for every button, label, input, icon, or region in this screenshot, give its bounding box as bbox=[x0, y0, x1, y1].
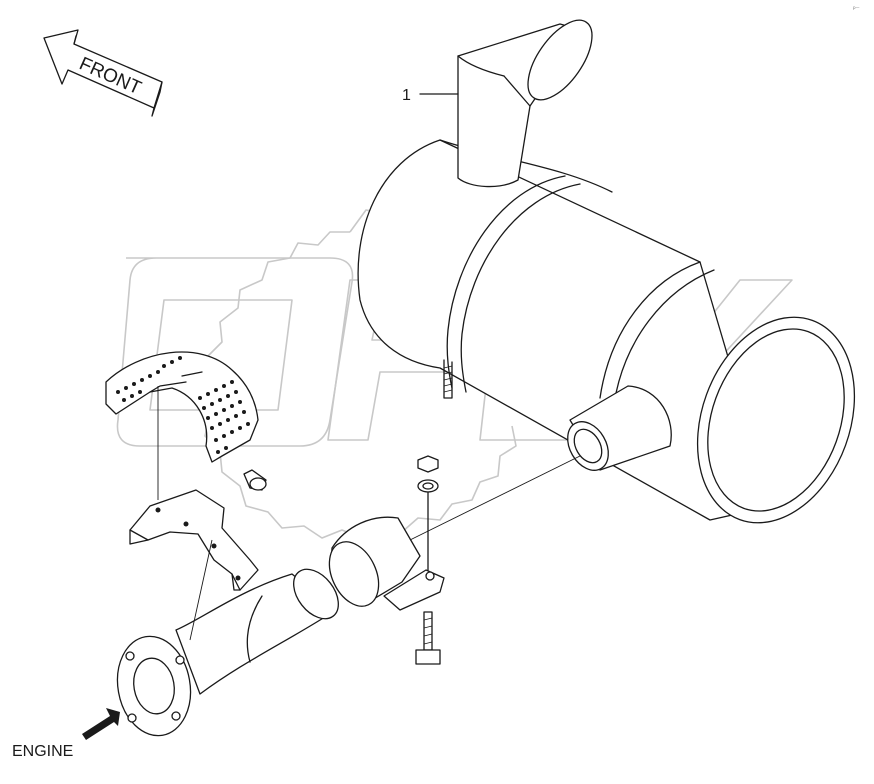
heat-shield bbox=[105, 351, 259, 463]
pipe-clamp bbox=[328, 455, 445, 665]
support-bracket bbox=[129, 489, 259, 591]
front-direction-arrow: FRONT bbox=[43, 29, 163, 117]
assembly-lines bbox=[157, 386, 581, 641]
shield-bolt bbox=[243, 469, 267, 491]
heat-shield-holes bbox=[116, 356, 250, 454]
engine-flange-pipe bbox=[116, 568, 339, 737]
corner-mark-text: p— bbox=[853, 5, 860, 10]
callout-1-label: 1 bbox=[402, 87, 411, 104]
muffler bbox=[357, 139, 856, 524]
engine-arrow: ENGINE bbox=[12, 708, 120, 760]
tail-pipe: 1 bbox=[402, 19, 593, 188]
engine-label: ENGINE bbox=[12, 743, 73, 760]
